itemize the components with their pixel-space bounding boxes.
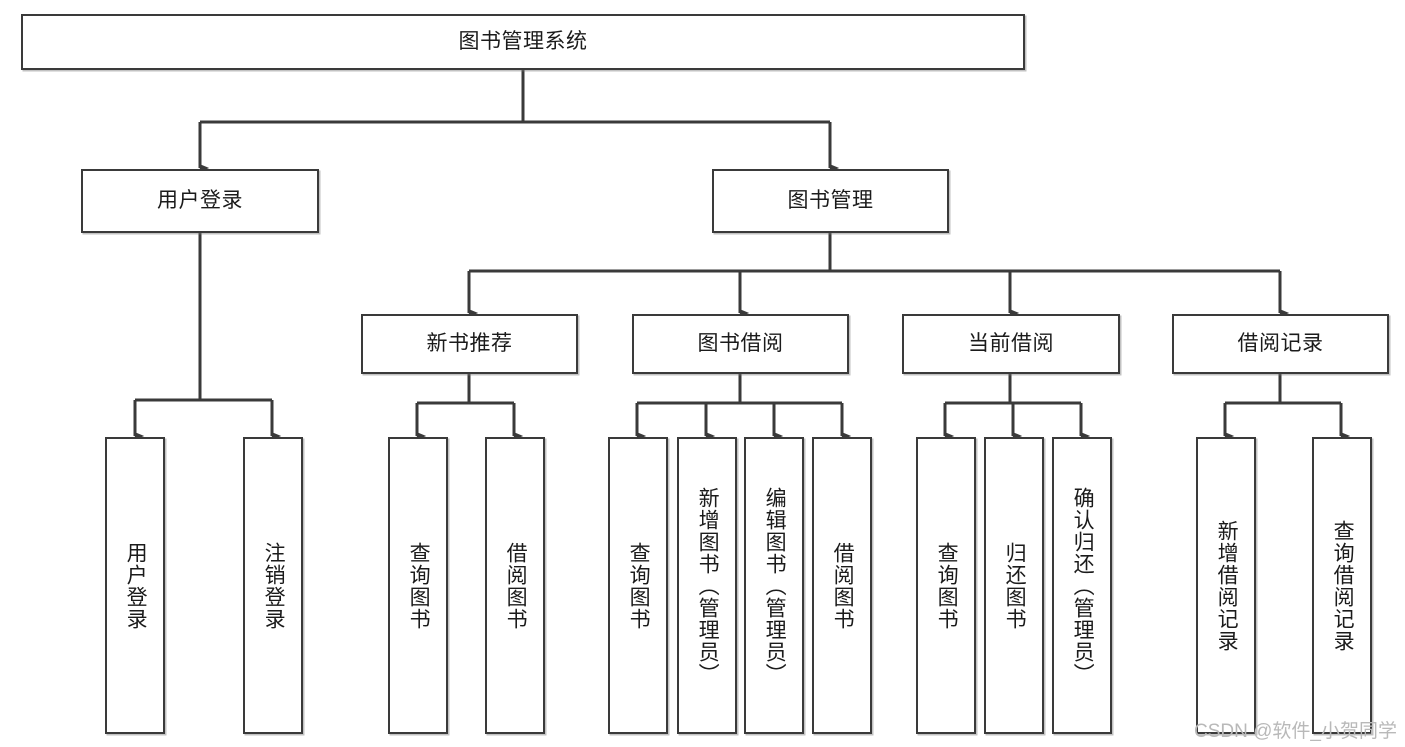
node-label: 查询图书	[627, 541, 651, 630]
node-label: 确认归还（管理员）	[1071, 486, 1095, 685]
level2-node-新书推荐-0[interactable]: 新书推荐	[361, 314, 578, 374]
leaf-node-查询图书-2[interactable]: 查询图书	[388, 437, 448, 734]
level1-node-用户登录-0[interactable]: 用户登录	[81, 169, 319, 233]
leaf-node-查询图书-4[interactable]: 查询图书	[608, 437, 668, 734]
level2-node-当前借阅-2[interactable]: 当前借阅	[902, 314, 1120, 374]
level2-node-图书借阅-1[interactable]: 图书借阅	[632, 314, 849, 374]
node-label: 查询图书	[407, 541, 431, 630]
leaf-node-借阅图书-3[interactable]: 借阅图书	[485, 437, 545, 734]
leaf-node-编辑图书管理员-6[interactable]: 编辑图书（管理员）	[744, 437, 804, 734]
root-node-图书管理系统[interactable]: 图书管理系统	[21, 14, 1025, 70]
node-label: 当前借阅	[968, 332, 1054, 356]
node-label: 编辑图书（管理员）	[763, 486, 787, 685]
leaf-node-查询图书-8[interactable]: 查询图书	[916, 437, 976, 734]
node-label: 图书管理系统	[458, 30, 588, 54]
level1-node-图书管理-1[interactable]: 图书管理	[712, 169, 949, 233]
leaf-node-归还图书-9[interactable]: 归还图书	[984, 437, 1044, 734]
leaf-node-借阅图书-7[interactable]: 借阅图书	[812, 437, 872, 734]
node-label: 查询图书	[935, 541, 959, 630]
leaf-node-用户登录-0[interactable]: 用户登录	[105, 437, 165, 734]
node-label: 图书管理	[787, 189, 874, 213]
leaf-node-注销登录-1[interactable]: 注销登录	[243, 437, 303, 734]
node-label: 借阅图书	[831, 541, 855, 630]
leaf-node-新增借阅记录-11[interactable]: 新增借阅记录	[1196, 437, 1256, 734]
node-label: 查询借阅记录	[1331, 519, 1355, 652]
node-label: 新增图书（管理员）	[696, 486, 720, 685]
node-label: 借阅记录	[1237, 332, 1324, 356]
connector-lines	[133, 70, 1351, 440]
leaf-node-查询借阅记录-12[interactable]: 查询借阅记录	[1312, 437, 1372, 734]
node-label: 归还图书	[1003, 541, 1027, 630]
node-label: 用户登录	[124, 541, 148, 630]
node-label: 借阅图书	[504, 541, 528, 630]
level2-node-借阅记录-3[interactable]: 借阅记录	[1172, 314, 1389, 374]
node-label: 新增借阅记录	[1215, 519, 1239, 652]
node-label: 新书推荐	[426, 332, 513, 356]
leaf-node-新增图书管理员-5[interactable]: 新增图书（管理员）	[677, 437, 737, 734]
node-label: 注销登录	[262, 541, 286, 630]
node-label: 用户登录	[157, 189, 243, 213]
node-label: 图书借阅	[697, 332, 784, 356]
leaf-node-确认归还管理员-10[interactable]: 确认归还（管理员）	[1052, 437, 1112, 734]
